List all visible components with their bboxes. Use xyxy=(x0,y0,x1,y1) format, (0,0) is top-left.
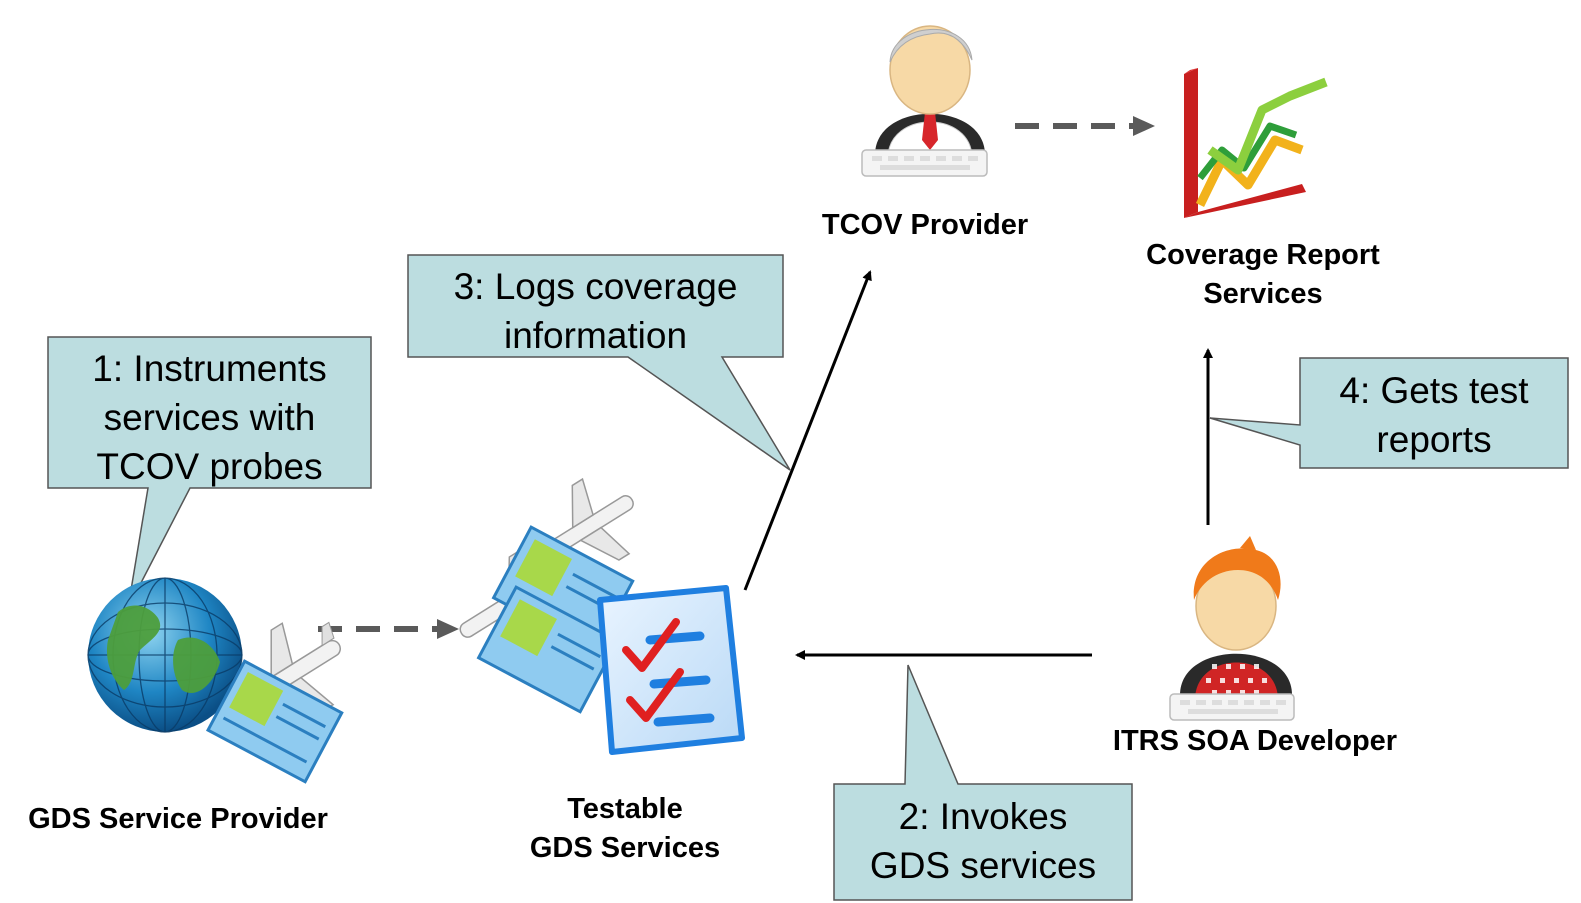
callout-step3-line: 3: Logs coverage xyxy=(453,266,738,307)
tcov-provider-text: TCOV Provider xyxy=(821,209,1029,241)
tcov-provider-label: TCOV Provider xyxy=(780,206,1070,245)
dashed-arrow-tcov-to-report xyxy=(1015,116,1155,136)
coverage-report-line: Coverage Report xyxy=(1146,239,1380,271)
itrs-developer-text: ITRS SOA Developer xyxy=(1112,725,1398,757)
dashed-arrow-provider-to-testable xyxy=(318,619,459,639)
arrow-to-tcov-provider xyxy=(743,270,872,591)
testable-services-line: GDS Services xyxy=(529,832,721,864)
callout-step3-line: information xyxy=(503,315,688,356)
gds-service-provider-label: GDS Service Provider xyxy=(8,800,348,839)
growth-chart-icon xyxy=(1184,68,1328,218)
callout-step2-line: GDS services xyxy=(869,845,1097,886)
itrs-developer-label: ITRS SOA Developer xyxy=(1090,722,1420,761)
airplane-ticket-icon xyxy=(205,621,344,784)
callout-step2: 2: Invokes GDS services xyxy=(834,792,1132,890)
callout-step2-line: 2: Invokes xyxy=(898,796,1068,837)
callout-step4-shape xyxy=(1209,357,1569,469)
globe-icon xyxy=(87,577,243,733)
developer-icon xyxy=(1169,536,1295,721)
coverage-report-label: Coverage Report Services xyxy=(1110,236,1416,314)
callout-step1-shape xyxy=(47,336,372,609)
callout-step2-shape xyxy=(833,664,1133,901)
callout-step4: 4: Gets test reports xyxy=(1300,366,1568,464)
testable-services-line: Testable xyxy=(567,793,683,825)
callout-step1-line: services with xyxy=(103,397,316,438)
callout-step1-line: 1: Instruments xyxy=(92,348,327,389)
callout-step4-line: reports xyxy=(1376,419,1492,460)
callout-step3-shape xyxy=(407,254,791,471)
callout-step1-line: TCOV probes xyxy=(96,446,323,487)
gds-service-provider-text: GDS Service Provider xyxy=(28,803,328,835)
callout-step3: 3: Logs coverage information xyxy=(408,262,783,360)
checklist-document-icon xyxy=(459,477,745,755)
callout-step4-line: 4: Gets test xyxy=(1339,370,1529,411)
businessman-icon xyxy=(861,25,988,177)
testable-services-label: Testable GDS Services xyxy=(500,790,750,868)
callout-step1: 1: Instruments services with TCOV probes xyxy=(48,344,371,491)
coverage-report-line: Services xyxy=(1203,278,1323,310)
